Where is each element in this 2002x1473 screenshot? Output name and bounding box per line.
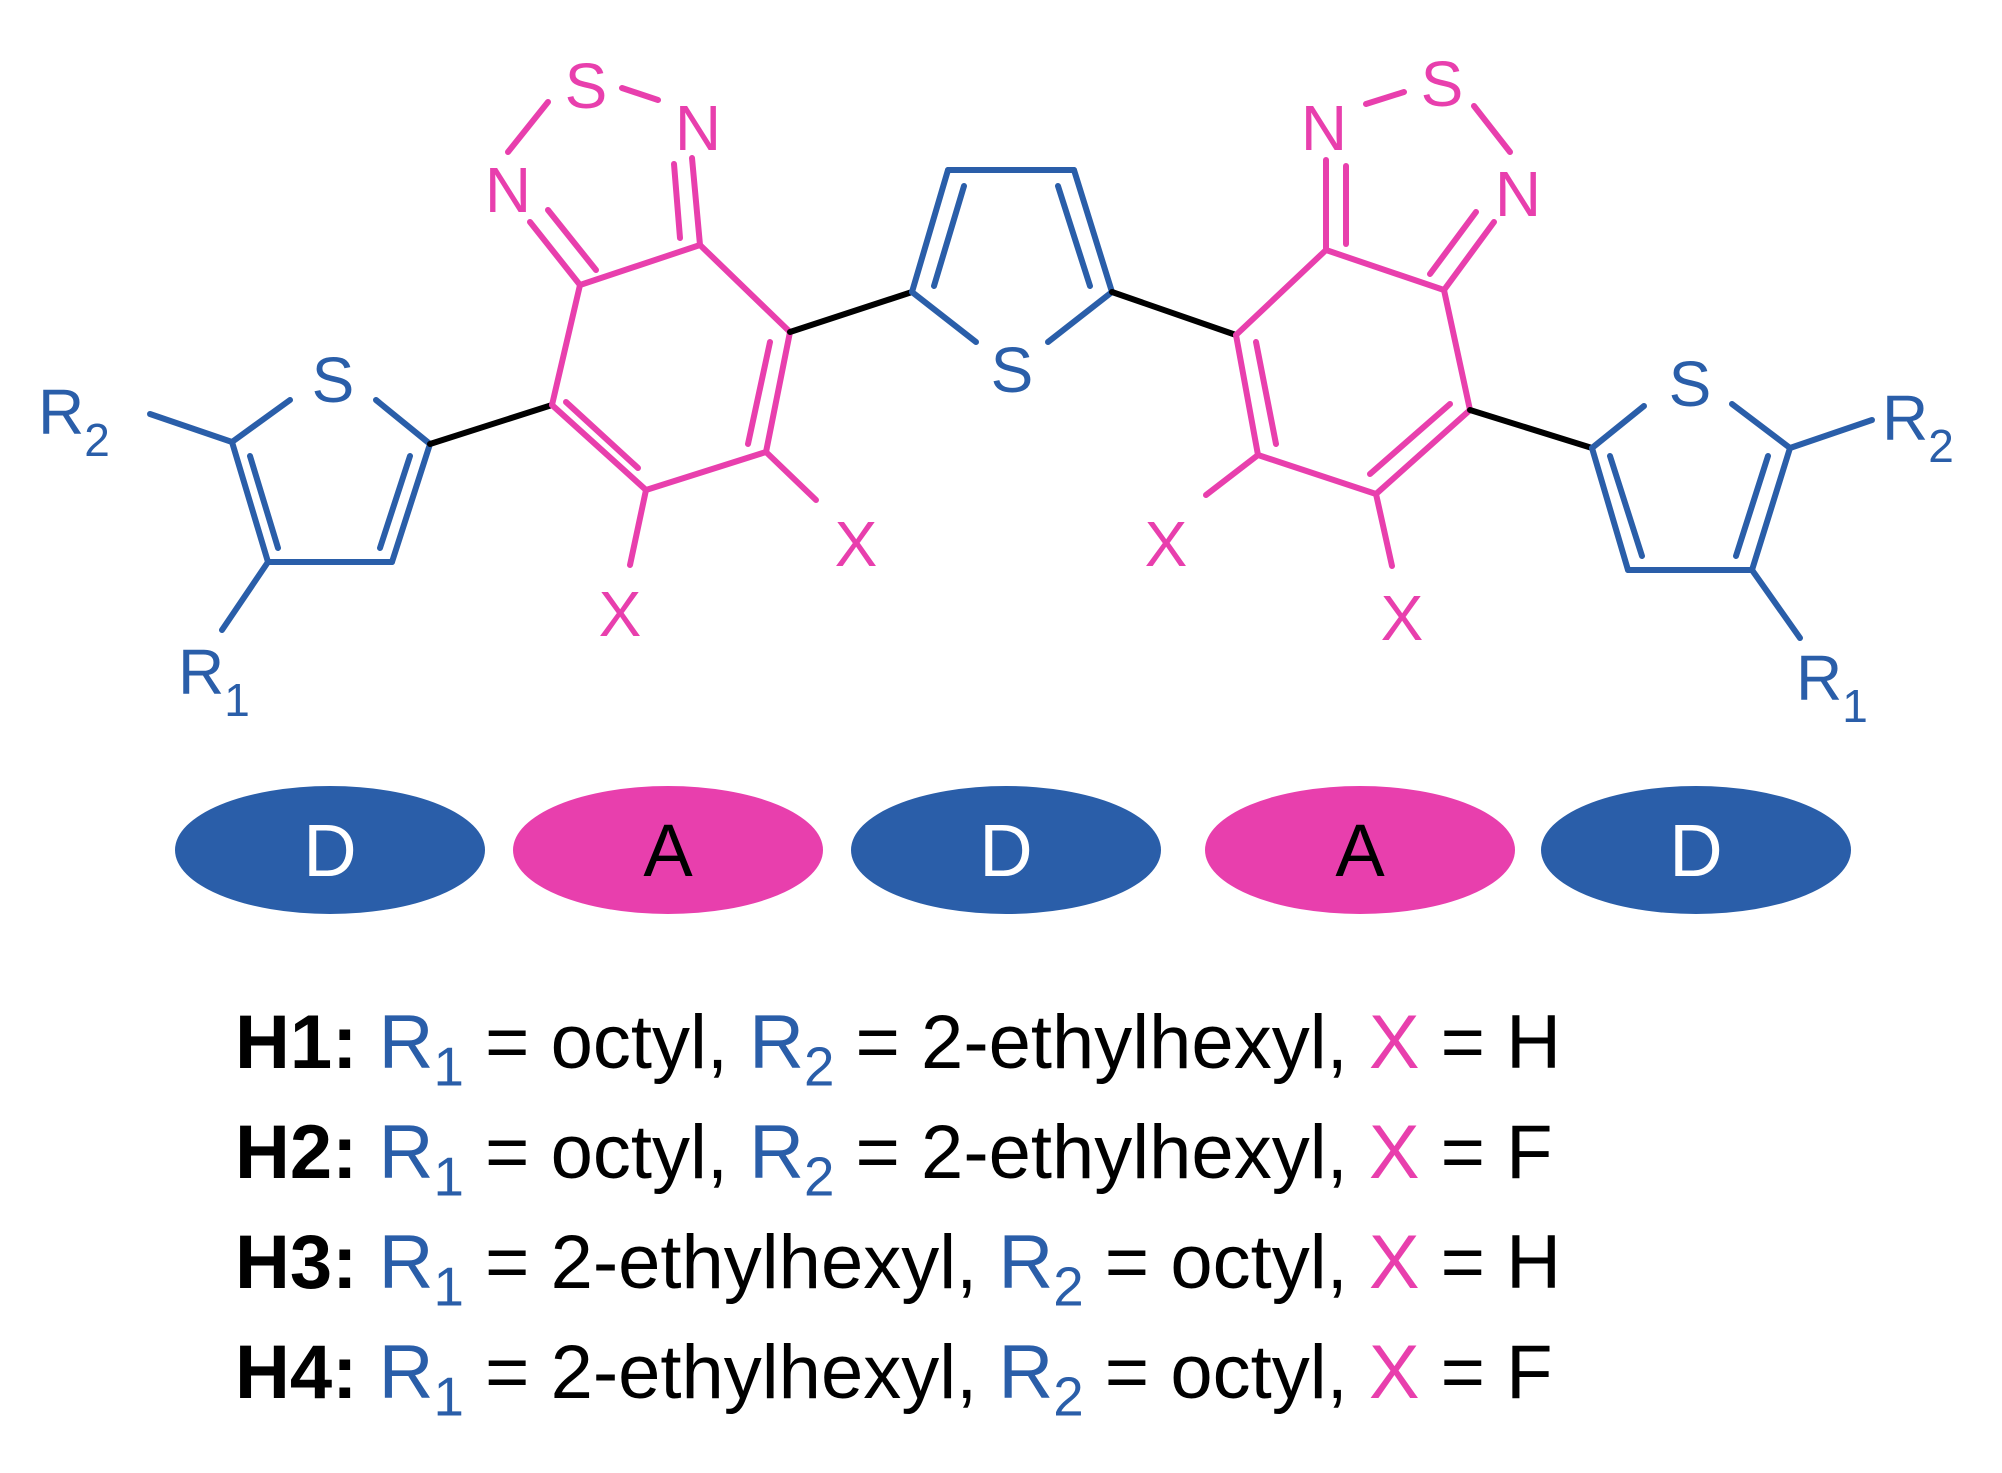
unit-acceptor-2: A: [513, 786, 823, 914]
left-r1-label: R1: [178, 636, 250, 726]
compound-code: H3:: [235, 1220, 358, 1305]
unit-ellipse: [513, 786, 823, 914]
x-value: H: [1506, 1220, 1562, 1305]
unit-donor-3: D: [851, 786, 1161, 914]
unit-label: A: [1335, 809, 1385, 892]
right-r1-label: R1: [1796, 642, 1868, 732]
equals-sign: =: [485, 1220, 530, 1305]
r1-symbol: R1: [378, 1330, 464, 1428]
unit-ellipse: [175, 786, 485, 914]
r2-value: octyl,: [1170, 1220, 1348, 1305]
left-bt-x1-label: X: [835, 508, 878, 580]
legend-row-h4: H4: R1 = 2-ethylhexyl, R2 = octyl, X = F: [235, 1335, 1553, 1424]
equals-sign: =: [855, 1000, 900, 1085]
compound-code: H4:: [235, 1330, 358, 1415]
r1-subscript: 1: [433, 1035, 464, 1098]
r1-value: 2-ethylhexyl,: [550, 1220, 978, 1305]
right-thiophene-s-label: S: [1669, 348, 1712, 420]
x-symbol: X: [1368, 1110, 1420, 1195]
r2-value: 2-ethylhexyl,: [921, 1000, 1348, 1085]
r1-subscript: 1: [433, 1145, 464, 1208]
r2-subscript: 2: [1053, 1365, 1084, 1428]
x-symbol: X: [1368, 1220, 1420, 1305]
legend-row-h1: H1: R1 = octyl, R2 = 2-ethylhexyl, X = H: [235, 1005, 1561, 1094]
equals-sign: =: [1440, 1000, 1486, 1085]
linker-bond-2: [787, 289, 915, 335]
r2-value: 2-ethylhexyl,: [921, 1110, 1348, 1195]
left-bt-s-label: S: [565, 50, 608, 122]
legend-row-h2: H2: R1 = octyl, R2 = 2-ethylhexyl, X = F: [235, 1115, 1553, 1204]
right-thiophene: S R2 R1: [1589, 348, 1954, 732]
r1-symbol: R1: [378, 1000, 464, 1098]
r1-value: 2-ethylhexyl,: [550, 1330, 978, 1415]
linker-bond-3: [1109, 289, 1239, 338]
r1-subscript: 1: [433, 1255, 464, 1318]
equals-sign: =: [1440, 1220, 1486, 1305]
unit-label: D: [979, 809, 1032, 892]
unit-ellipse: [1541, 786, 1851, 914]
molecule-structure: .bd { stroke: #2a5ea9; stroke-width: 6; …: [38, 48, 1954, 914]
right-r2-label: R2: [1882, 382, 1954, 472]
linker-bond-1: [427, 402, 555, 447]
equals-sign: =: [1104, 1220, 1150, 1305]
right-benzothiadiazole: N S N X X: [1145, 48, 1541, 654]
equals-sign: =: [1104, 1330, 1150, 1415]
r2-symbol: R2: [998, 1330, 1084, 1428]
right-bt-n1-label: N: [1301, 92, 1347, 164]
central-thiophene-s-label: S: [991, 334, 1034, 406]
central-thiophene: S: [909, 167, 1115, 406]
x-value: F: [1506, 1330, 1553, 1415]
left-thiophene-s-label: S: [312, 344, 355, 416]
r1-symbol: R1: [378, 1220, 464, 1318]
r2-subscript: 2: [803, 1145, 835, 1208]
r1-symbol: R1: [378, 1110, 464, 1208]
left-bt-n1-label: N: [675, 92, 721, 164]
equals-sign: =: [855, 1110, 900, 1195]
left-bt-n2-label: N: [485, 154, 531, 226]
left-r2-label: R2: [38, 376, 110, 466]
x-symbol: X: [1368, 1000, 1420, 1085]
x-value: H: [1506, 1000, 1562, 1085]
x-symbol: X: [1368, 1330, 1420, 1415]
equals-sign: =: [1440, 1330, 1486, 1415]
unit-donor-5: D: [1541, 786, 1851, 914]
right-bt-x2-label: X: [1381, 582, 1424, 654]
right-bt-n2-label: N: [1495, 158, 1541, 230]
r2-symbol: R2: [749, 1000, 835, 1098]
r2-subscript: 2: [803, 1035, 835, 1098]
unit-ellipse: [851, 786, 1161, 914]
legend-row-h3: H3: R1 = 2-ethylhexyl, R2 = octyl, X = H: [235, 1225, 1561, 1314]
unit-label: D: [1669, 809, 1722, 892]
r2-symbol: R2: [749, 1110, 835, 1208]
r1-value: octyl,: [550, 1110, 728, 1195]
linker-bond-4: [1467, 407, 1595, 451]
equals-sign: =: [485, 1000, 530, 1085]
unit-acceptor-4: A: [1205, 786, 1515, 914]
equals-sign: =: [485, 1110, 530, 1195]
r2-value: octyl,: [1170, 1330, 1348, 1415]
right-bt-s-label: S: [1421, 48, 1464, 120]
left-benzothiadiazole: S N N X X: [485, 50, 877, 650]
right-bt-x1-label: X: [1145, 508, 1188, 580]
unit-ellipse: [1205, 786, 1515, 914]
unit-donor-1: D: [175, 786, 485, 914]
equals-sign: =: [485, 1330, 530, 1415]
r2-symbol: R2: [998, 1220, 1084, 1318]
equals-sign: =: [1440, 1110, 1486, 1195]
left-bt-x2-label: X: [599, 578, 642, 650]
compound-code: H1:: [235, 1000, 358, 1085]
r1-value: octyl,: [550, 1000, 728, 1085]
r1-subscript: 1: [433, 1365, 464, 1428]
unit-label: D: [303, 809, 356, 892]
compound-code: H2:: [235, 1110, 358, 1195]
x-value: F: [1506, 1110, 1553, 1195]
r2-subscript: 2: [1053, 1255, 1084, 1318]
unit-label: A: [643, 809, 693, 892]
left-thiophene: S R2 R1: [38, 344, 433, 726]
